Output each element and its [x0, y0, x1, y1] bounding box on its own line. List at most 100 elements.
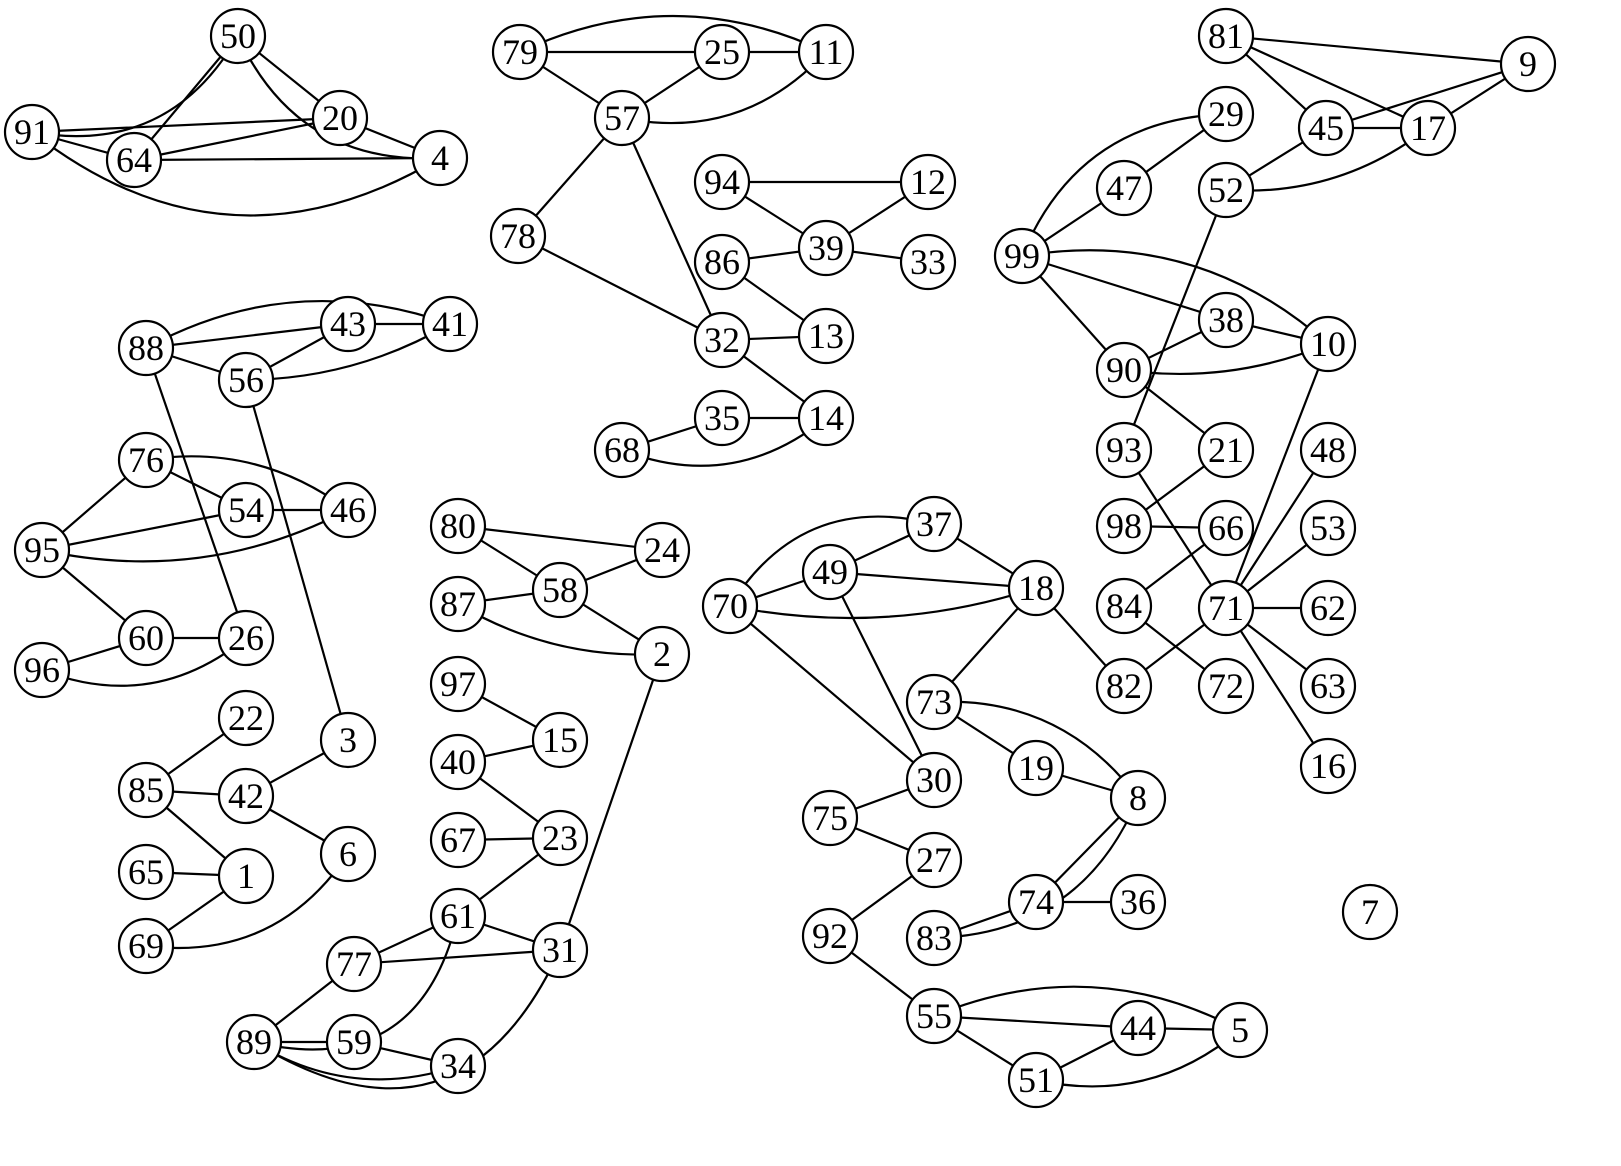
node-label: 45: [1308, 108, 1344, 148]
node-label: 18: [1018, 568, 1054, 608]
edge-55-5: [933, 985, 1241, 1031]
node-circle: [325, 1013, 383, 1071]
edge-99-29: [1020, 112, 1227, 257]
node-59: 59: [325, 1013, 383, 1071]
node-label: 43: [330, 304, 366, 344]
node-circle: [701, 577, 759, 635]
node-32: 32: [693, 311, 751, 369]
edge-64-20: [133, 116, 341, 162]
node-circle: [13, 641, 71, 699]
node-label: 34: [440, 1046, 476, 1086]
edge-73-8: [933, 700, 1139, 799]
node-label: 15: [542, 720, 578, 760]
node-circle: [1211, 1001, 1269, 1059]
node-43: 43: [319, 295, 377, 353]
node-circle: [117, 609, 175, 667]
node-circle: [531, 809, 589, 867]
node-label: 16: [1310, 746, 1346, 786]
node-34: 34: [429, 1037, 487, 1095]
node-circle: [429, 655, 487, 713]
node-55: 55: [905, 987, 963, 1045]
node-label: 21: [1208, 430, 1244, 470]
node-label: 70: [712, 586, 748, 626]
node-circle: [1095, 421, 1153, 479]
edge-71-16: [1225, 607, 1329, 767]
node-18: 18: [1007, 559, 1065, 617]
node-circle: [905, 673, 963, 731]
node-label: 35: [704, 398, 740, 438]
node-label: 71: [1208, 588, 1244, 628]
node-49: 49: [801, 543, 859, 601]
node-91: 91: [3, 103, 61, 161]
node-71: 71: [1197, 579, 1255, 637]
node-3: 3: [319, 711, 377, 769]
node-label: 42: [228, 776, 264, 816]
node-circle: [693, 153, 751, 211]
node-label: 73: [916, 682, 952, 722]
node-circle: [1299, 737, 1357, 795]
edge-50-91: [31, 35, 239, 138]
edge-93-71: [1123, 449, 1227, 609]
node-circle: [1007, 1051, 1065, 1109]
node-label: 11: [809, 32, 844, 72]
node-99: 99: [993, 227, 1051, 285]
node-circle: [1499, 35, 1557, 93]
node-label: 61: [440, 896, 476, 936]
node-circle: [1197, 85, 1255, 143]
node-label: 54: [228, 490, 264, 530]
node-circle: [225, 1013, 283, 1071]
node-circle: [905, 495, 963, 553]
node-circle: [117, 431, 175, 489]
node-label: 47: [1106, 168, 1142, 208]
node-86: 86: [693, 233, 751, 291]
node-circle: [693, 23, 751, 81]
node-circle: [319, 481, 377, 539]
node-circle: [117, 761, 175, 819]
node-circle: [429, 497, 487, 555]
edge-68-14: [621, 417, 827, 467]
node-label: 82: [1106, 666, 1142, 706]
node-27: 27: [905, 831, 963, 889]
node-69: 69: [117, 917, 175, 975]
node-circle: [3, 103, 61, 161]
node-circle: [801, 789, 859, 847]
node-circle: [1197, 657, 1255, 715]
edge-79-11: [519, 14, 827, 53]
node-50: 50: [209, 7, 267, 65]
node-circle: [411, 129, 469, 187]
node-label: 36: [1120, 882, 1156, 922]
node-circle: [429, 887, 487, 945]
node-83: 83: [905, 909, 963, 967]
node-29: 29: [1197, 85, 1255, 143]
node-circle: [993, 227, 1051, 285]
node-circle: [1095, 341, 1153, 399]
node-circle: [531, 921, 589, 979]
node-label: 97: [440, 664, 476, 704]
node-circle: [531, 711, 589, 769]
node-circle: [797, 307, 855, 365]
node-label: 44: [1120, 1008, 1156, 1048]
edge-70-18: [729, 586, 1037, 620]
node-label: 19: [1018, 748, 1054, 788]
node-label: 10: [1310, 324, 1346, 364]
node-57: 57: [593, 89, 651, 147]
node-label: 41: [432, 304, 468, 344]
node-label: 78: [500, 216, 536, 256]
edge-64-4: [133, 156, 441, 162]
node-label: 58: [542, 570, 578, 610]
node-37: 37: [905, 495, 963, 553]
node-label: 93: [1106, 430, 1142, 470]
node-17: 17: [1399, 99, 1457, 157]
node-circle: [1197, 579, 1255, 637]
node-label: 94: [704, 162, 740, 202]
node-53: 53: [1299, 499, 1357, 557]
node-circle: [319, 825, 377, 883]
node-26: 26: [217, 609, 275, 667]
node-13: 13: [797, 307, 855, 365]
node-95: 95: [13, 521, 71, 579]
edge-57-11: [621, 51, 827, 125]
node-circle: [633, 521, 691, 579]
node-76: 76: [117, 431, 175, 489]
node-67: 67: [429, 811, 487, 869]
